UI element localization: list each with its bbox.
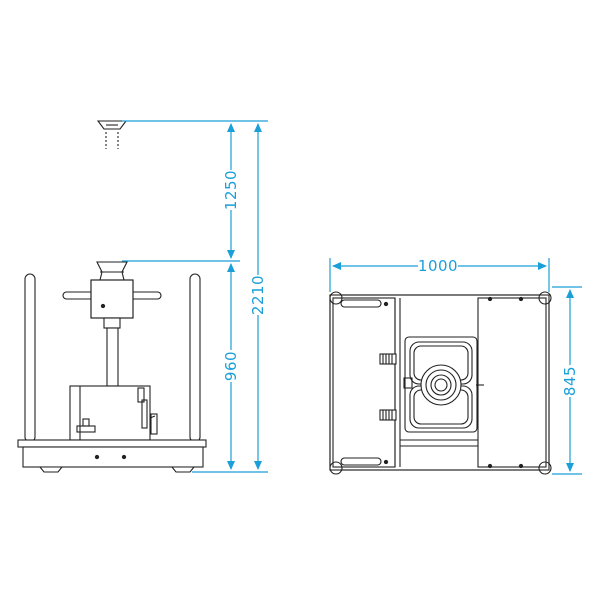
dim-label-2210: 2210: [249, 275, 267, 315]
right-guide-post: [189, 273, 201, 443]
saddle-head: [96, 261, 128, 281]
right-deck: [477, 297, 547, 468]
base-frame: [22, 446, 204, 468]
handle-top: [340, 299, 382, 308]
dim-label-845: 845: [561, 366, 579, 396]
side-view: [17, 120, 207, 473]
dim-label-960: 960: [222, 351, 240, 381]
caster-right: [170, 466, 196, 473]
jack-assembly-top: [403, 336, 484, 433]
dim-label-1000: 1000: [418, 257, 458, 275]
pedal-bottom: [379, 409, 397, 421]
dim-label-1250: 1250: [222, 170, 240, 210]
pedal-top: [379, 353, 397, 365]
piston-rod: [106, 327, 119, 387]
handle-bottom: [340, 457, 382, 466]
top-view: [329, 291, 552, 475]
piston-collar: [103, 317, 121, 329]
raised-saddle-icon: [96, 120, 128, 149]
upper-column: [90, 279, 134, 319]
caster-left: [38, 466, 64, 473]
left-guide-post: [24, 273, 36, 443]
base-top-rail: [17, 439, 207, 448]
